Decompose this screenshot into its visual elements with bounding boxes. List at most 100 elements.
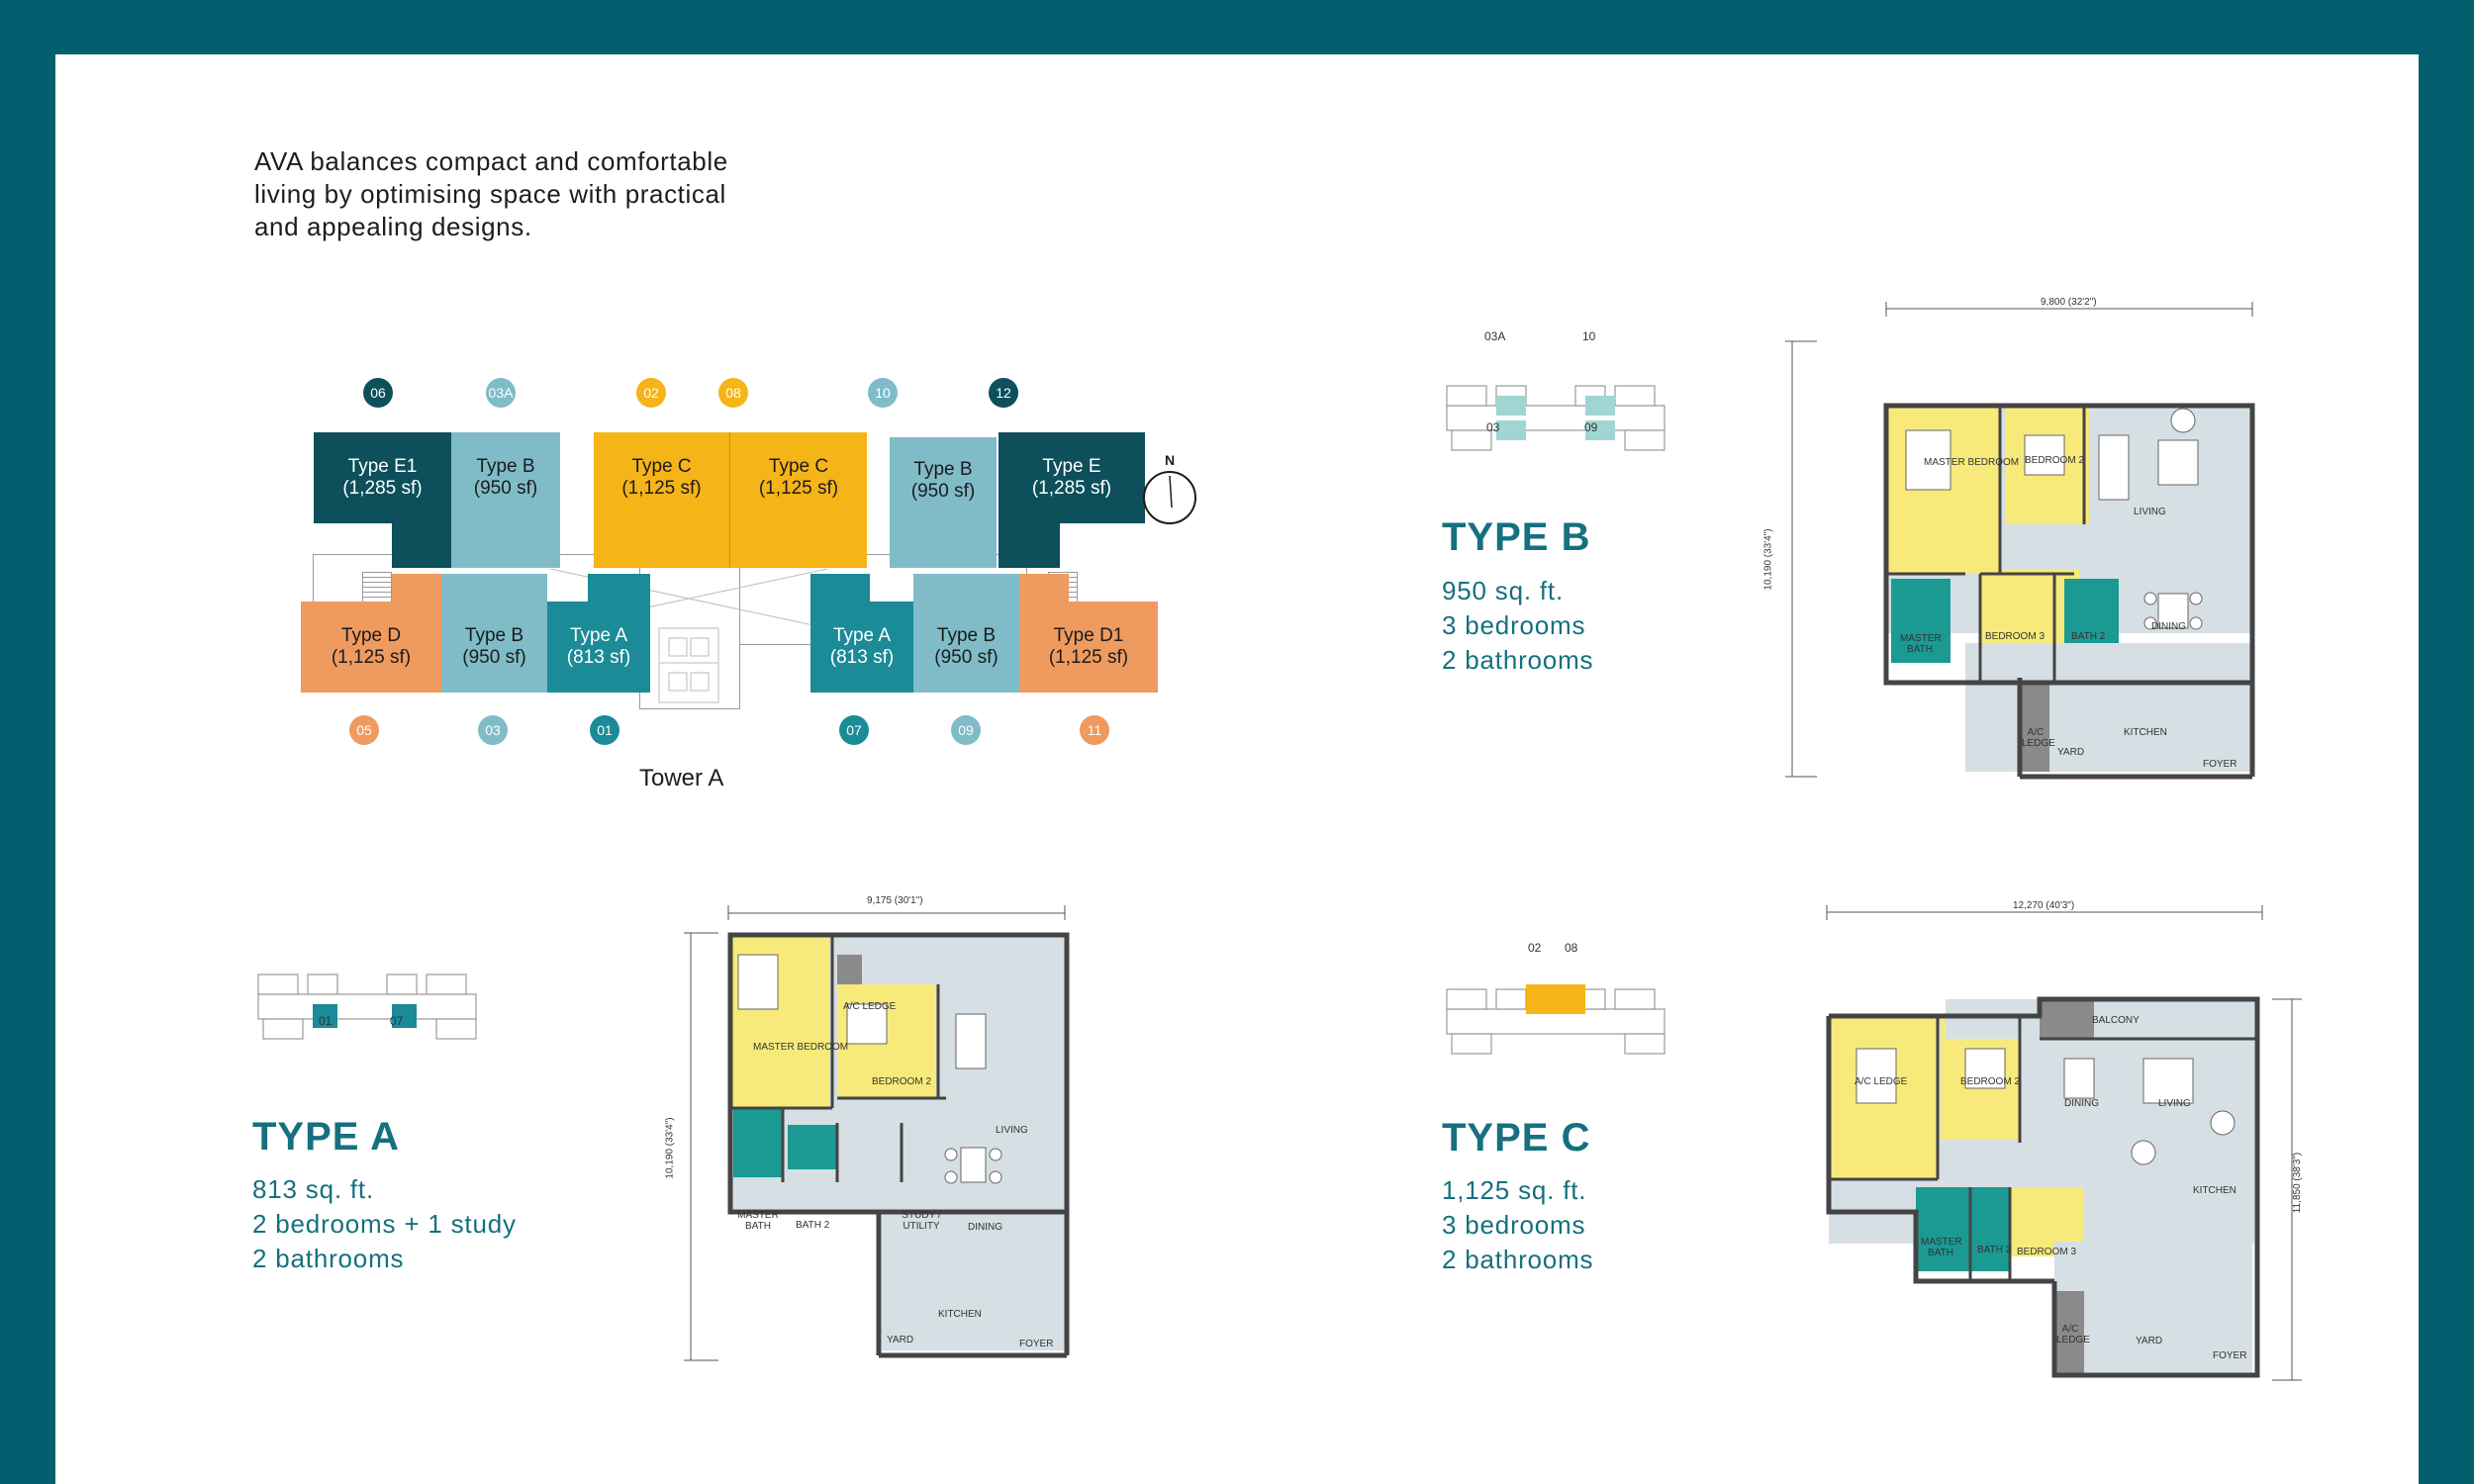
type-a-floor-plan: A/C LEDGE MASTER BEDROOM BEDROOM 2 LIVIN… bbox=[619, 895, 1094, 1370]
width-dimension: 9,800 (32'2") bbox=[2041, 297, 2097, 308]
intro-line: and appealing designs. bbox=[254, 212, 532, 241]
unit-type-b: Type B (950 sf) bbox=[913, 574, 1019, 693]
unit-type-c: Type C (1,125 sf) bbox=[594, 432, 730, 568]
area: 813 sq. ft. bbox=[252, 1174, 374, 1204]
type-b-floor-plan: MASTER BEDROOM BEDROOM 2 LIVING MASTER B… bbox=[1763, 297, 2331, 801]
area: 1,125 sq. ft. bbox=[1442, 1175, 1587, 1205]
unit-size-label: (950 sf) bbox=[473, 478, 538, 499]
room-label: BATH 2 bbox=[796, 1220, 830, 1231]
brochure-page: AVA balances compact and comfortable liv… bbox=[55, 54, 2419, 1484]
bedrooms: 3 bedrooms bbox=[1442, 1210, 1586, 1240]
key-unit-label: 07 bbox=[390, 1014, 404, 1028]
room-label: BATH 2 bbox=[2071, 631, 2106, 642]
unit-type-label: Type B bbox=[936, 625, 997, 646]
unit-type-label: Type E1 bbox=[347, 456, 418, 477]
unit-type-label: Type A bbox=[569, 625, 628, 646]
height-dimension: 11,850 (38'3") bbox=[2292, 1152, 2304, 1214]
key-unit-label: 03 bbox=[1486, 420, 1500, 434]
unit-type-e1: Type E1 (1,285 sf) bbox=[314, 432, 451, 523]
room-label: MASTER BATH bbox=[1921, 1237, 1962, 1258]
floor-plan-drawing bbox=[684, 905, 1070, 1361]
room-label: FOYER bbox=[1019, 1339, 1054, 1349]
unit-size-label: (1,285 sf) bbox=[342, 478, 423, 499]
bathrooms: 2 bathrooms bbox=[1442, 645, 1594, 675]
unit-number-badge: 09 bbox=[951, 715, 981, 745]
room-label: MASTER BATH bbox=[1900, 633, 1942, 655]
type-a-key-plan bbox=[257, 974, 477, 1040]
room-label: BEDROOM 3 bbox=[1985, 631, 2046, 642]
unit-size-label: (1,125 sf) bbox=[621, 478, 702, 499]
key-unit-label: 08 bbox=[1565, 941, 1578, 955]
unit-number-badge: 01 bbox=[590, 715, 619, 745]
unit-number-badge: 07 bbox=[839, 715, 869, 745]
unit-number-badge: 03 bbox=[478, 715, 508, 745]
unit-number-badge: 02 bbox=[636, 378, 666, 408]
unit-size-label: (1,125 sf) bbox=[1048, 647, 1129, 668]
unit-type-label: Type D1 bbox=[1053, 625, 1124, 646]
room-label: FOYER bbox=[2213, 1350, 2247, 1361]
room-label: BEDROOM 2 bbox=[2025, 455, 2085, 466]
room-label: LIVING bbox=[2158, 1098, 2191, 1109]
key-unit-label: 09 bbox=[1584, 420, 1598, 434]
unit-type-c: Type C (1,125 sf) bbox=[730, 432, 867, 568]
compass-icon bbox=[1143, 471, 1196, 524]
intro-line: living by optimising space with practica… bbox=[254, 179, 726, 209]
unit-type-label: Type A bbox=[832, 625, 892, 646]
room-label: BEDROOM 2 bbox=[1960, 1076, 2021, 1087]
unit-type-label: Type B bbox=[913, 458, 973, 480]
type-a-info: 813 sq. ft. 2 bedrooms + 1 study 2 bathr… bbox=[252, 1172, 517, 1276]
unit-type-label: Type B bbox=[476, 456, 535, 477]
unit-size-label: (1,285 sf) bbox=[1031, 478, 1112, 499]
compass-label: N bbox=[1164, 452, 1176, 468]
bathrooms: 2 bathrooms bbox=[252, 1244, 405, 1273]
unit-size-label: (813 sf) bbox=[829, 647, 895, 668]
room-label: KITCHEN bbox=[938, 1309, 982, 1320]
unit-type-label: Type E bbox=[1042, 456, 1101, 477]
width-dimension: 9,175 (30'1") bbox=[867, 895, 923, 906]
type-b-info: 950 sq. ft. 3 bedrooms 2 bathrooms bbox=[1442, 574, 1593, 678]
lift-core bbox=[639, 554, 740, 709]
bathrooms: 2 bathrooms bbox=[1442, 1245, 1594, 1274]
area: 950 sq. ft. bbox=[1442, 576, 1564, 605]
room-label: DINING bbox=[2064, 1098, 2099, 1109]
room-label: MASTER BATH bbox=[737, 1210, 779, 1232]
key-unit-label: 10 bbox=[1582, 329, 1596, 343]
room-label: YARD bbox=[2057, 747, 2085, 758]
room-label: A/C LEDGE bbox=[1855, 1076, 1908, 1087]
type-b-title: TYPE B bbox=[1442, 515, 1591, 559]
unit-number-badge: 11 bbox=[1080, 715, 1109, 745]
room-label: A/C LEDGE bbox=[2056, 1324, 2090, 1345]
key-unit-label: 03A bbox=[1484, 329, 1506, 343]
tower-a-keyplan: 06 03A 02 08 10 12 Type E1 (1,285 sf) Ty… bbox=[243, 317, 1174, 791]
unit-number-badge: 08 bbox=[718, 378, 748, 408]
width-dimension: 12,270 (40'3") bbox=[2013, 900, 2075, 911]
type-a-title: TYPE A bbox=[252, 1115, 400, 1159]
unit-type-b: Type B (950 sf) bbox=[890, 437, 997, 568]
room-label: KITCHEN bbox=[2124, 727, 2167, 738]
room-label: A/C LEDGE bbox=[2022, 727, 2055, 749]
room-label: A/C LEDGE bbox=[843, 1001, 897, 1012]
key-unit-label: 01 bbox=[319, 1014, 333, 1028]
bedrooms: 3 bedrooms bbox=[1442, 610, 1586, 640]
intro-line: AVA balances compact and comfortable bbox=[254, 146, 728, 176]
unit-number-badge: 12 bbox=[989, 378, 1018, 408]
type-c-title: TYPE C bbox=[1442, 1116, 1591, 1159]
room-label: KITCHEN bbox=[2193, 1185, 2236, 1196]
room-label: BATH 2 bbox=[1977, 1245, 2012, 1255]
unit-size-label: (1,125 sf) bbox=[331, 647, 412, 668]
floor-plan-drawing bbox=[1826, 905, 2302, 1381]
unit-size-label: (950 sf) bbox=[934, 647, 999, 668]
bedrooms: 2 bedrooms + 1 study bbox=[252, 1209, 517, 1239]
type-b-key-plan bbox=[1446, 385, 1665, 451]
room-label: BEDROOM 3 bbox=[2017, 1247, 2077, 1257]
room-label: MASTER BEDROOM bbox=[1924, 457, 2020, 468]
unit-type-a: Type A (813 sf) bbox=[810, 602, 913, 693]
unit-type-d1: Type D1 (1,125 sf) bbox=[1019, 602, 1158, 693]
unit-type-a-extension bbox=[810, 574, 870, 602]
unit-type-label: Type B bbox=[464, 625, 524, 646]
unit-type-e-extension bbox=[999, 523, 1060, 568]
unit-type-b: Type B (950 sf) bbox=[451, 432, 560, 568]
type-c-floor-plan: A/C LEDGE BALCONY BEDROOM 2 DINING LIVIN… bbox=[1767, 900, 2331, 1395]
room-label: YARD bbox=[2136, 1336, 2163, 1346]
room-label: LIVING bbox=[2134, 507, 2166, 517]
